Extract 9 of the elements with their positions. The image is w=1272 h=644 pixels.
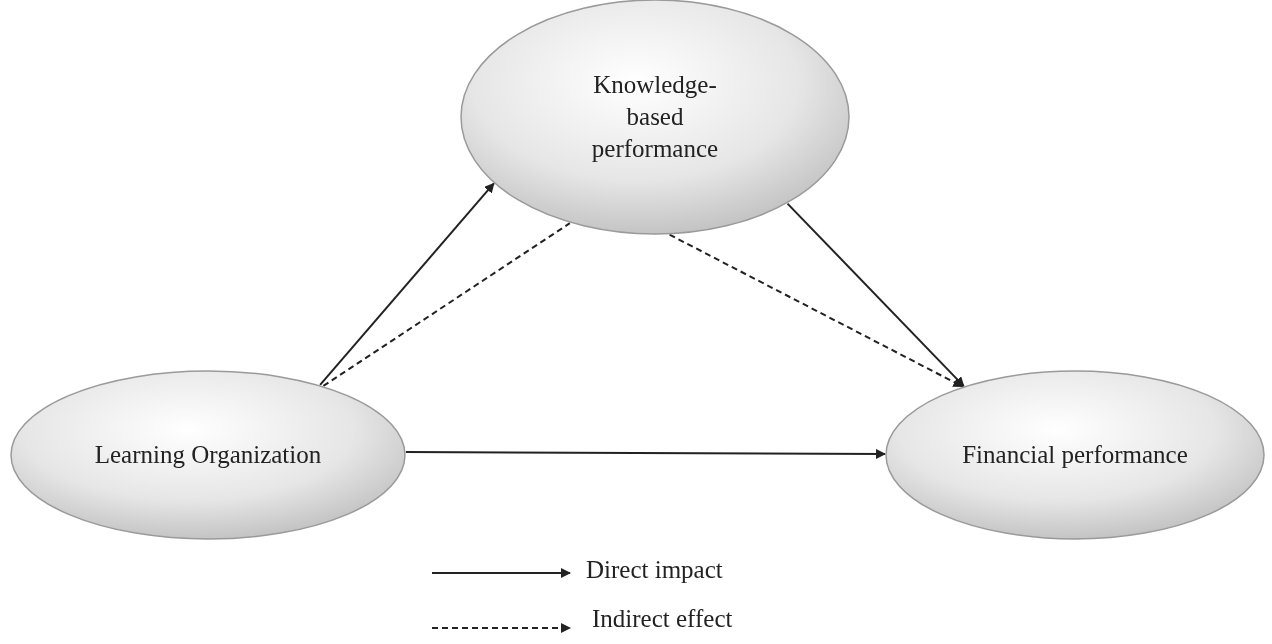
arrow <box>786 202 965 388</box>
arrow <box>404 448 886 459</box>
node-label: Learning Organization <box>93 440 323 470</box>
dashed-arrow <box>668 233 964 388</box>
legend-label: Direct impact <box>586 556 723 584</box>
node-label: Financial performance <box>961 440 1189 470</box>
legend-label: Indirect effect <box>592 605 733 633</box>
arrow <box>319 182 495 386</box>
node-label: Knowledge-based performance <box>590 70 720 164</box>
